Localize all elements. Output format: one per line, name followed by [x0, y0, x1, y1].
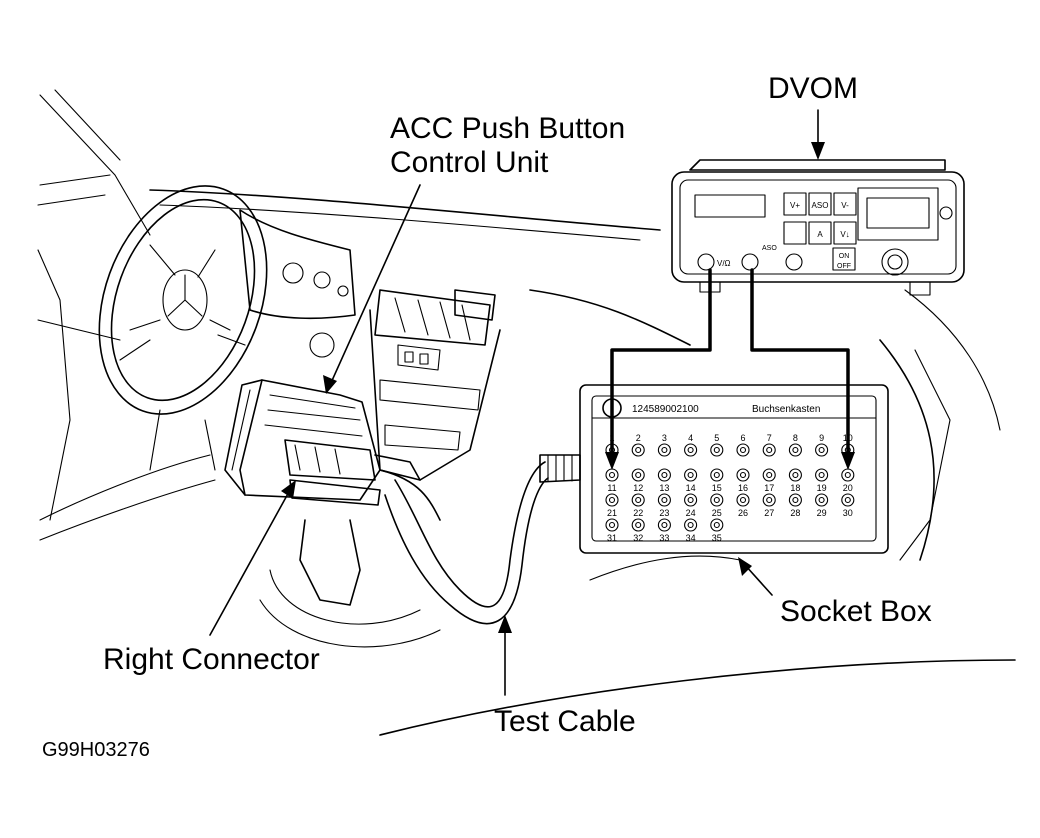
socket-18: 18 [788, 468, 802, 493]
socket-number: 29 [817, 508, 827, 518]
dvom-btn-a: A [817, 230, 823, 239]
socket-14: 14 [684, 468, 698, 493]
socket-number: 19 [817, 483, 827, 493]
dvom-btn-v-minus: V- [841, 201, 849, 210]
socket-number: 15 [712, 483, 722, 493]
socket-13: 13 [657, 468, 671, 493]
socket-number: 22 [633, 508, 643, 518]
socket-number: 27 [764, 508, 774, 518]
socket-11: 11 [605, 468, 619, 493]
socket-number: 9 [819, 433, 824, 443]
socket-number: 25 [712, 508, 722, 518]
dvom-btn-aso: ASO [812, 201, 829, 210]
socket-28: 28 [788, 493, 802, 518]
socket-number: 13 [659, 483, 669, 493]
socket-6: 6 [736, 433, 750, 457]
socket-number: 30 [843, 508, 853, 518]
leader-arrows [209, 109, 825, 696]
label-socket-box: Socket Box [780, 595, 932, 628]
test-cable [384, 454, 581, 625]
figure-id: G99H03276 [42, 739, 150, 761]
socket-number: 31 [607, 533, 617, 543]
socket-number: 24 [686, 508, 696, 518]
socket-12: 12 [631, 468, 645, 493]
socket-number: 34 [686, 533, 696, 543]
dvom-jack-right-label: ASO [762, 245, 777, 252]
socket-box-title: Buchsenkasten [752, 404, 820, 415]
right-connector-body [284, 439, 376, 481]
socket-23: 23 [657, 493, 671, 518]
socket-29: 29 [815, 493, 829, 518]
label-acc-line1: ACC Push Button [390, 112, 626, 145]
dvom-btn-v-down: V↓ [840, 230, 849, 239]
socket-number: 32 [633, 533, 643, 543]
socket-19: 19 [815, 468, 829, 493]
dvom-display-left [694, 194, 766, 218]
socket-22: 22 [631, 493, 645, 518]
socket-number: 18 [790, 483, 800, 493]
socket-7: 7 [762, 433, 776, 457]
label-dvom: DVOM [768, 72, 858, 105]
socket-number: 5 [714, 433, 719, 443]
dvom-btn-v-plus: V+ [790, 201, 800, 210]
socket-number: 17 [764, 483, 774, 493]
socket-32: 32 [631, 518, 645, 543]
socket-4: 4 [684, 433, 698, 457]
socket-31: 31 [605, 518, 619, 543]
socket-33: 33 [657, 518, 671, 543]
socket-number: 6 [740, 433, 745, 443]
socket-35: 35 [710, 518, 724, 543]
socket-number: 35 [712, 533, 722, 543]
socket-number: 8 [793, 433, 798, 443]
socket-number: 7 [767, 433, 772, 443]
socket-3: 3 [657, 433, 671, 457]
socket-number: 14 [686, 483, 696, 493]
socket-17: 17 [762, 468, 776, 493]
socket-number: 11 [607, 483, 616, 493]
socket-25: 25 [710, 493, 724, 518]
socket-box [579, 384, 889, 554]
socket-26: 26 [736, 493, 750, 518]
dashboard-drawing [37, 89, 1016, 736]
socket-9: 9 [815, 433, 829, 457]
socket-21: 21 [605, 493, 619, 518]
socket-number: 33 [659, 533, 669, 543]
socket-number: 28 [790, 508, 800, 518]
dvom-switch-off: OFF [837, 263, 851, 270]
socket-number: 20 [843, 483, 853, 493]
socket-number: 3 [662, 433, 667, 443]
socket-number: 16 [738, 483, 748, 493]
socket-27: 27 [762, 493, 776, 518]
socket-number: 23 [659, 508, 669, 518]
label-right-connector: Right Connector [103, 643, 320, 676]
socket-box-part-number: 124589002100 [632, 404, 699, 415]
dvom-display-right [857, 187, 939, 241]
socket-number: 4 [688, 433, 693, 443]
socket-34: 34 [684, 518, 698, 543]
socket-20: 20 [841, 468, 855, 493]
socket-5: 5 [710, 433, 724, 457]
socket-30: 30 [841, 493, 855, 518]
socket-number: 12 [633, 483, 643, 493]
socket-2: 2 [631, 433, 645, 457]
socket-8: 8 [788, 433, 802, 457]
dvom-meter [671, 159, 965, 296]
acc-control-unit [224, 379, 441, 521]
socket-16: 16 [736, 468, 750, 493]
socket-15: 15 [710, 468, 724, 493]
socket-number: 26 [738, 508, 748, 518]
test-leads [605, 268, 855, 470]
label-test-cable: Test Cable [494, 705, 636, 738]
label-acc-line2: Control Unit [390, 146, 549, 179]
socket-24: 24 [684, 493, 698, 518]
socket-number: 2 [636, 433, 641, 443]
socket-number: 21 [607, 508, 617, 518]
dvom-jack-left-label: V/Ω [717, 259, 731, 268]
dvom-switch-on: ON [839, 253, 850, 260]
